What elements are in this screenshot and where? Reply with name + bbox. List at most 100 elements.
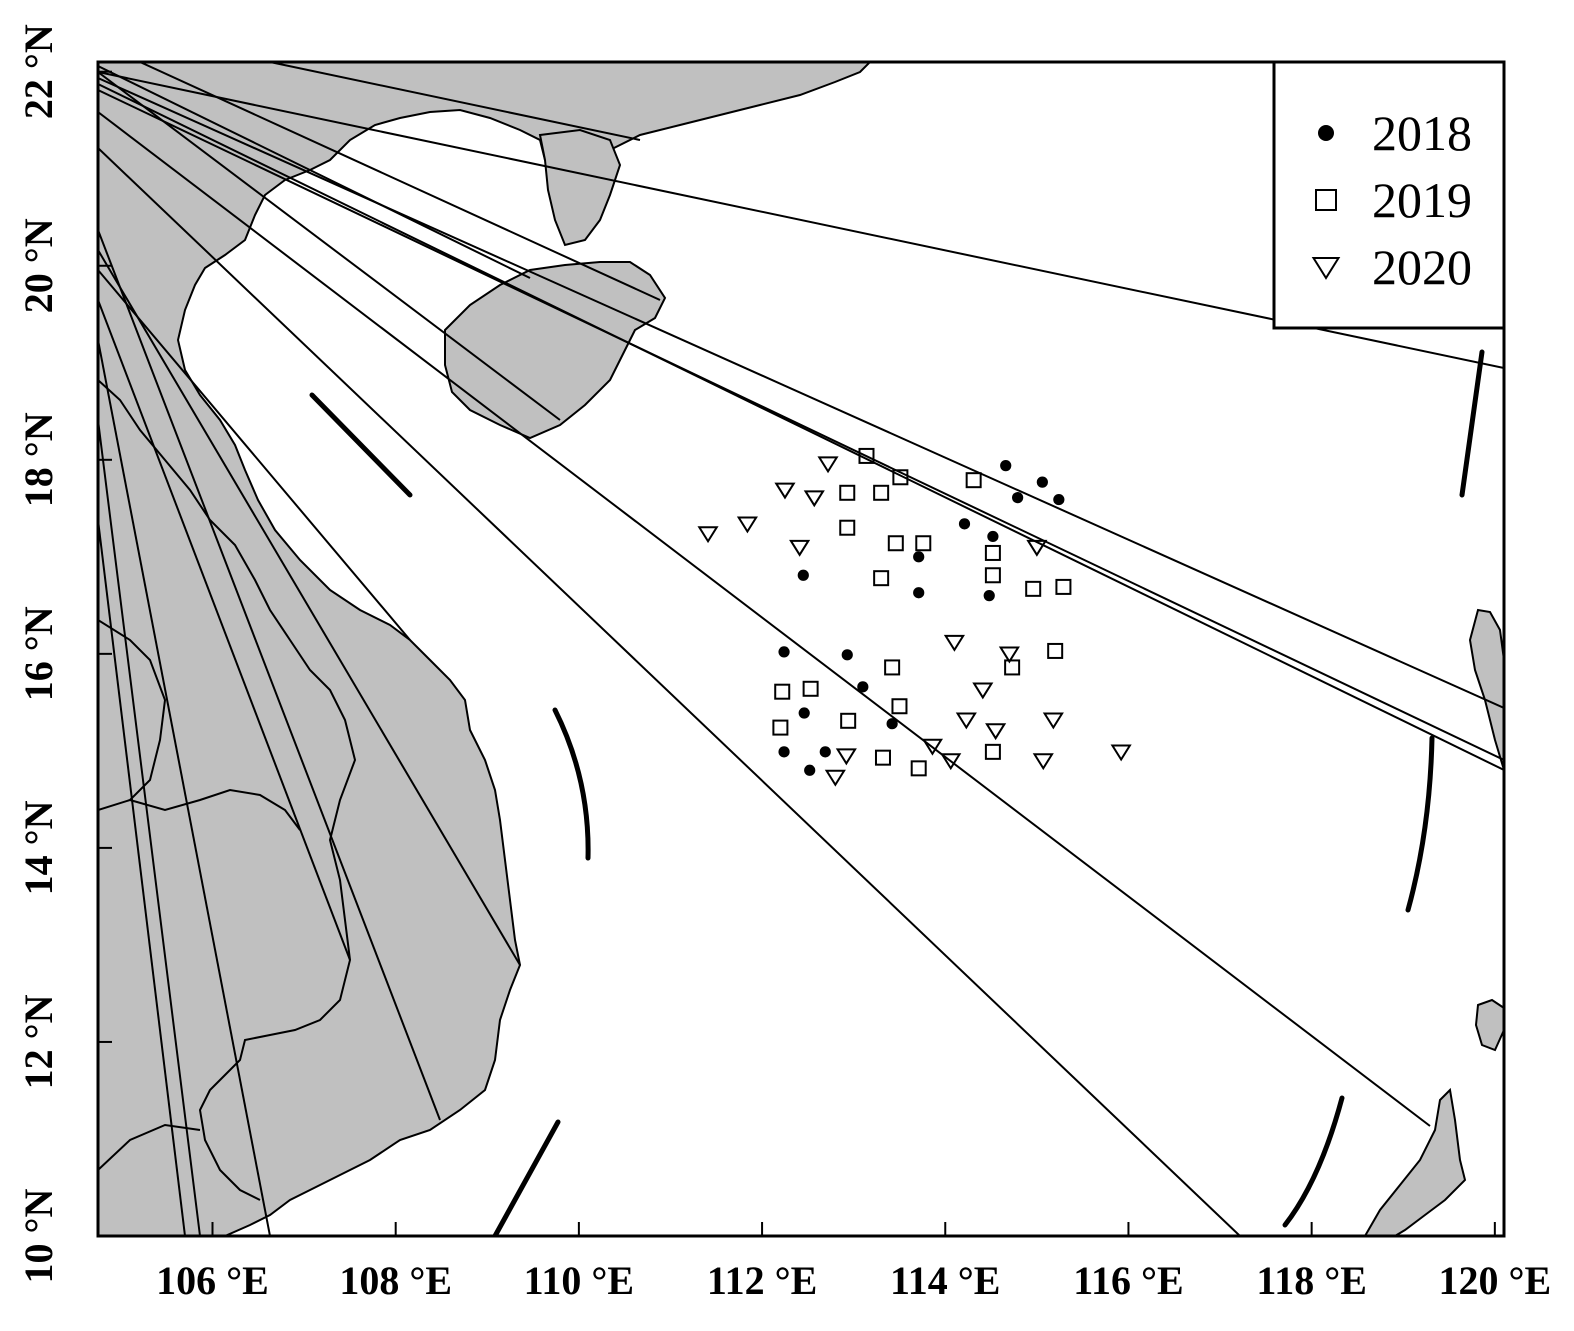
border-layer — [98, 379, 357, 1201]
border-line-2 — [98, 379, 357, 1201]
legend-label-2020: 2020 — [1372, 239, 1472, 295]
data-point-2018 — [841, 649, 853, 661]
data-point-2020 — [921, 738, 943, 756]
data-point-2018 — [983, 590, 995, 602]
data-point-2018 — [1012, 492, 1024, 504]
land-philippines-south — [1363, 1087, 1467, 1236]
data-point-2019 — [984, 567, 1001, 584]
y-tick-label: 18 °N — [16, 412, 61, 507]
y-tick-label: 14 °N — [16, 800, 61, 895]
data-point-2019 — [873, 484, 890, 501]
data-point-2018 — [778, 646, 790, 658]
data-point-2019 — [839, 519, 856, 536]
data-point-2019 — [774, 683, 791, 700]
data-point-2018 — [778, 746, 790, 758]
legend-marker-2019 — [1315, 189, 1337, 211]
y-tick-label: 20 °N — [16, 218, 61, 313]
data-point-2020 — [1110, 744, 1132, 762]
data-point-2020 — [803, 490, 825, 508]
x-tick-label: 114 °E — [890, 1258, 1000, 1303]
data-point-2018 — [913, 587, 925, 599]
x-tick-label: 106 °E — [156, 1258, 269, 1303]
data-point-2020 — [697, 526, 719, 544]
data-point-2019 — [772, 719, 789, 736]
y-tick-label: 12 °N — [16, 994, 61, 1089]
y-tick-label: 10 °N — [16, 1188, 61, 1283]
legend-label-2018: 2018 — [1372, 105, 1472, 161]
data-point-2020 — [972, 682, 994, 700]
data-point-2019 — [892, 469, 909, 486]
data-point-2019 — [1055, 578, 1072, 595]
border-line-3 — [129, 788, 301, 831]
border-line-1 — [98, 619, 167, 811]
plot-frame — [96, 60, 1506, 1238]
data-point-2018 — [798, 707, 810, 719]
data-point-2020 — [955, 712, 977, 730]
land-luzon-north — [1468, 608, 1504, 771]
data-point-2018 — [1000, 460, 1012, 472]
land-hainan-island — [444, 261, 667, 440]
data-point-2020 — [824, 769, 846, 787]
legend-marker-2018 — [1318, 125, 1334, 141]
data-point-2018 — [1036, 476, 1048, 488]
data-point-2020 — [736, 516, 758, 534]
data-point-2019 — [887, 535, 904, 552]
data-point-2019 — [915, 535, 932, 552]
land-mindoro — [1474, 998, 1504, 1052]
data-point-2019 — [839, 484, 856, 501]
data-point-2020 — [835, 748, 857, 766]
data-point-2020 — [985, 723, 1007, 741]
data-point-2019 — [874, 749, 891, 766]
x-tick-label: 118 °E — [1256, 1258, 1366, 1303]
x-tick-label: 110 °E — [524, 1258, 634, 1303]
legend: 2018 2019 2020 — [1272, 60, 1506, 330]
data-point-2018 — [913, 551, 925, 563]
border-line-4 — [98, 1123, 201, 1171]
data-point-2018 — [819, 746, 831, 758]
axis-ticks: 106 °E 108 °E 110 °E 112 °E 114 °E 116 °E 118 … — [16, 24, 1551, 1303]
data-point-2019 — [802, 680, 819, 697]
data-point-2019 — [910, 760, 927, 777]
data-point-2019 — [873, 570, 890, 587]
swath-markers — [309, 349, 1485, 1236]
data-point-2019 — [965, 472, 982, 489]
data-point-2018 — [797, 569, 809, 581]
data-point-2019 — [858, 447, 875, 464]
data-point-2020 — [789, 539, 811, 557]
x-tick-label: 108 °E — [339, 1258, 452, 1303]
legend-box — [1272, 60, 1506, 330]
y-tick-label: 16 °N — [16, 606, 61, 701]
data-point-2020 — [940, 753, 962, 771]
data-point-2020 — [774, 482, 796, 500]
data-point-2019 — [984, 743, 1001, 760]
data-point-2020 — [1042, 712, 1064, 730]
data-point-2019 — [884, 659, 901, 676]
data-point-2018 — [1053, 493, 1065, 506]
data-point-2019 — [1047, 642, 1064, 659]
data-point-2018 — [958, 518, 971, 530]
legend-marker-2020 — [1311, 257, 1341, 280]
data-point-2019 — [1025, 580, 1042, 597]
data-point-2020 — [943, 634, 965, 652]
ray-lines — [98, 62, 1504, 1236]
data-point-2018 — [857, 681, 869, 693]
land-layer — [98, 62, 1504, 1236]
data-point-2018 — [886, 718, 898, 730]
x-tick-label: 120 °E — [1438, 1258, 1551, 1303]
data-point-2020 — [1032, 753, 1054, 771]
data-point-2019 — [840, 712, 857, 729]
legend-label-2019: 2019 — [1372, 172, 1472, 228]
data-point-2020 — [998, 646, 1020, 664]
x-tick-label: 112 °E — [707, 1258, 817, 1303]
data-point-2018 — [804, 764, 816, 776]
data-point-2019 — [1004, 659, 1021, 676]
land-leizhou-peninsula — [538, 128, 622, 247]
data-point-2020 — [817, 456, 839, 474]
data-point-2019 — [984, 544, 1001, 561]
data-point-2018 — [987, 530, 999, 543]
x-tick-label: 116 °E — [1073, 1258, 1183, 1303]
y-tick-label: 22 °N — [16, 24, 61, 119]
data-point-2019 — [891, 698, 908, 715]
data-point-2020 — [1026, 539, 1048, 557]
